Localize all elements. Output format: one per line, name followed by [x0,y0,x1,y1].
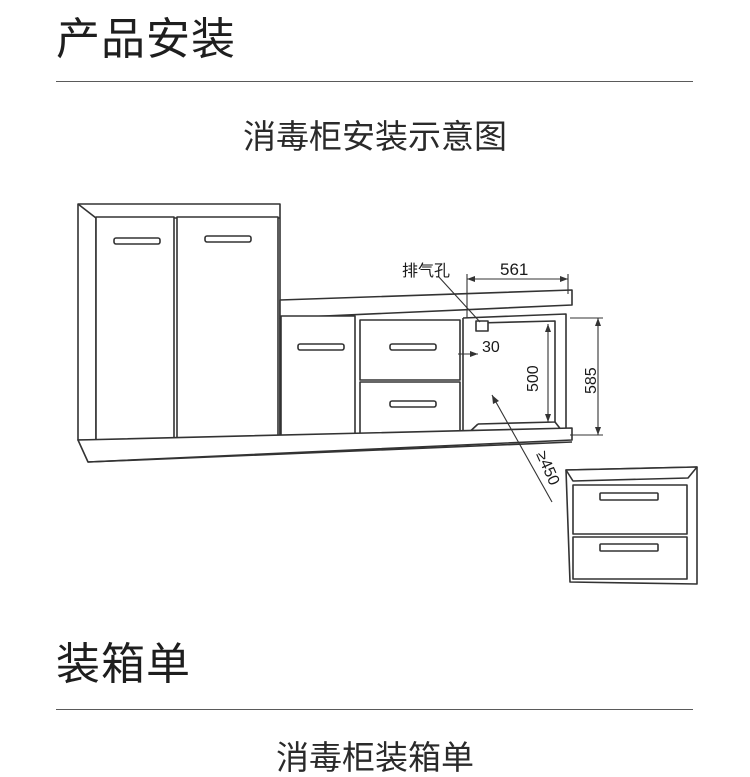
door-handle [297,343,345,351]
packing-section-title: 装箱单 [56,639,191,690]
recess-opening [462,313,567,439]
arrow-head [492,395,499,404]
packing-list-title: 消毒柜装箱单 [276,738,474,777]
arrow-head [545,414,551,422]
arrow-head [595,427,601,435]
dim-label-30: 30 [482,339,500,356]
door-handle [113,237,161,245]
sterilizer-handle [599,492,659,501]
plinth [77,427,573,463]
floor-line [87,441,573,463]
tall-cabinet-left-door [95,216,175,446]
arrow-head [560,276,568,282]
vent-leader [437,275,481,323]
tall-cabinet-right-door [176,216,279,446]
base-cabinet-door [280,315,356,445]
section-divider [56,709,693,710]
sterilizer-top [565,466,698,482]
drawer-handle [389,343,437,351]
installation-diagram: 排气孔 561 30 500 585 ≥450 [77,203,698,585]
install-section-title: 产品安装 [56,14,236,65]
arrow-head [467,276,475,282]
base-cabinet-top [279,289,573,319]
dim-label-500: 500 [525,365,542,392]
drawer-handle [389,400,437,408]
vent-label: 排气孔 [402,262,450,280]
arrow-head [545,324,551,332]
vent-hole [475,320,489,332]
install-diagram-title: 消毒柜安装示意图 [243,117,507,156]
recess-inner-back [477,320,556,425]
depth-leader [491,394,553,503]
arrow-head [470,351,478,357]
dim-label-450: ≥450 [532,449,562,488]
door-handle [204,235,252,243]
sterilizer-handle [599,543,659,552]
tall-cabinet-top-edge [77,203,97,219]
section-divider [56,81,693,82]
dim-label-585: 585 [583,367,600,394]
arrow-head [595,318,601,326]
dim-label-561: 561 [500,260,528,279]
